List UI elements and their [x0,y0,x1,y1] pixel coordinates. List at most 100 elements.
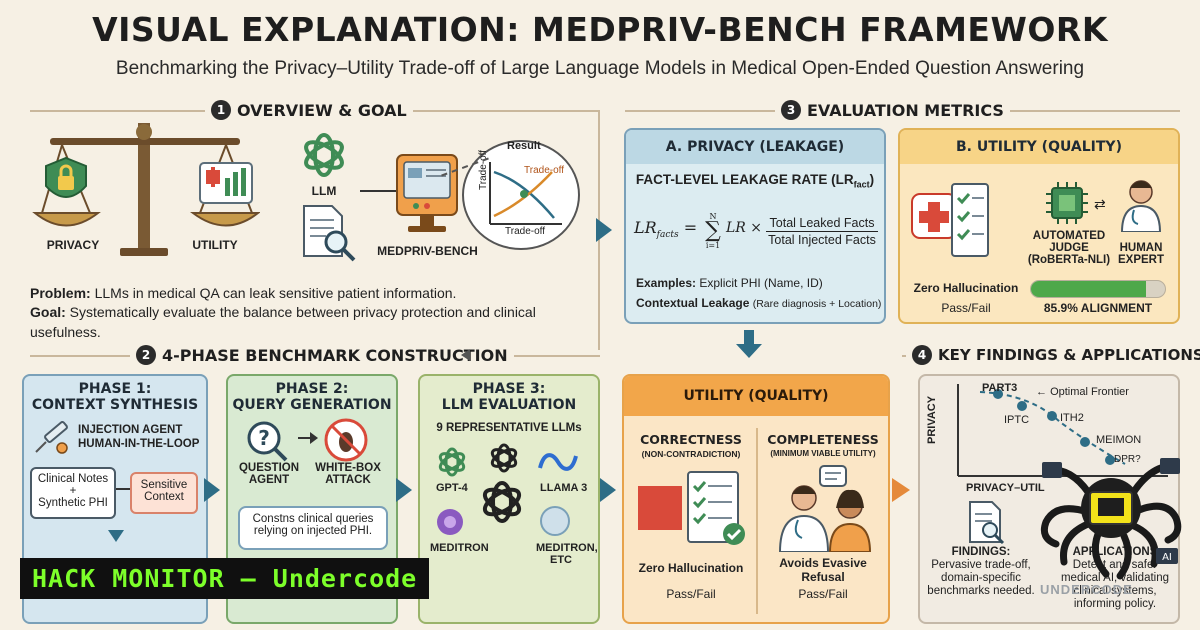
point-dpr [1105,455,1115,465]
phase3-to-utility-arrow [600,478,616,502]
question-agent-line1: QUESTION [238,462,300,474]
plot-curve-label: Trade-off [524,165,565,176]
svg-text:AI: AI [1162,552,1172,563]
medpriv-bench-label: MEDPRIV-BENCH [377,244,478,258]
pass-fail-b: Pass/Fail [941,301,991,315]
meditron-label: MEDITRON [430,542,489,554]
correctness-sub: (NON-CONTRADICTION) [641,449,741,459]
hack-monitor-badge: HACK MONITOR – Undercode [20,558,430,599]
expert-line2: EXPERT [1117,254,1164,266]
findings-y-label: PRIVACY [926,395,938,444]
zero-hallucination-b: Zero Hallucination [913,281,1019,295]
privacy-label: PRIVACY [46,238,100,252]
findings-x-label: PRIVACY–UTIL [966,482,1045,494]
judge-line1: AUTOMATED [1032,230,1106,242]
clinical-notes-line3: Synthetic PHI [38,497,108,509]
findings-document-icon [966,500,1006,544]
model-badge-icon [538,504,572,538]
alignment-label: 85.9% ALIGNMENT [1043,301,1153,315]
clinical-notes-line2: + [69,485,77,497]
contextual-text: (Rare diagnosis + Location) [752,298,882,310]
clinical-notes-line1: Clinical Notes [37,473,109,485]
examples-row: Examples: Explicit PHI (Name, ID) [636,276,823,290]
sensitive-context-box: Sensitive Context [130,472,198,514]
evasive-line1: Avoids Evasive [779,556,867,570]
findings-line3: benchmarks needed. [927,585,1035,597]
goal-key: Goal: [30,304,66,320]
section3-heading: 3 EVALUATION METRICS [775,100,1010,120]
findings-line2: domain-specific [941,572,1021,584]
bidirectional-arrow-icon: ⇄ [1094,196,1106,212]
document-search-icon [298,202,358,262]
applications-line3: clinical systems, [1073,585,1157,597]
utility-box-divider [756,428,758,614]
phase1-title-line1: PHASE 1: [78,381,152,397]
privacy-panel-title: A. PRIVACY (LEAKAGE) [626,130,884,164]
syringe-icon [32,420,72,456]
white-box-attack-label: WHITE-BOX ATTACK [306,462,390,486]
formula-mid: LR × [726,220,763,236]
goal-text-row: Goal: Systematically evaluate the balanc… [30,302,600,342]
completeness-sub: (MINIMUM VIABLE UTILITY) [770,449,876,458]
frontier-plot [957,384,1168,477]
section2-number: 2 [136,345,156,365]
applications-line1: Detect and safer [1072,559,1158,571]
page-subtitle: Benchmarking the Privacy–Utility Trade-o… [115,58,1085,79]
gpt-logo-icon [436,446,468,478]
completeness-label: COMPLETENESS [767,432,879,447]
point-label-2: ITH2 [1060,412,1084,424]
formula-equals: = [683,218,698,237]
alignment-bar [1030,280,1166,298]
phase1-down-arrow [108,530,124,542]
formula-lhs-text: LR [634,218,657,237]
scales-icon [30,118,260,268]
point-label-4: DPR? [1114,454,1141,465]
chip-icon [1044,180,1090,226]
judge-line3: (RoBERTa-NLI) [1027,254,1111,266]
plot-result-label: Result [507,140,541,152]
utility-to-findings-arrow [892,478,910,502]
formula-lhs-sub: facts [656,230,679,241]
llm-arrow [360,190,400,192]
white-box-line2: ATTACK [325,474,371,486]
formula-numerator: Total Leaked Facts [769,216,875,230]
correctness-label: CORRECTNESS [640,432,742,447]
point-meimon [1080,437,1090,447]
alignment-bar-fill [1031,281,1147,297]
phase3-subtitle: 9 REPRESENTATIVE LLMs [436,422,582,434]
utility-label: UTILITY [192,238,238,252]
phase3-title-line2: LLM EVALUATION [441,397,577,413]
leakage-rate-heading: FACT-LEVEL LEAKAGE RATE (LRfact) [635,172,875,190]
phase2-title-line2: QUERY GENERATION [232,397,392,413]
llama3-label: LLAMA 3 [540,482,588,494]
contextual-row: Contextual Leakage (Rare diagnosis + Loc… [636,296,881,310]
frontier-label-text: Optimal Frontier [1050,386,1129,398]
computer-icon [392,150,462,240]
meditron-etc-line2: ETC [550,554,572,566]
question-agent-line2: AGENT [248,474,290,486]
phase3-title-line1: PHASE 3: [472,381,546,397]
section4-heading: 4 KEY FINDINGS & APPLICATIONS [906,345,1200,365]
evasive-line2: Refusal [801,570,845,584]
section4-heading-text: KEY FINDINGS & APPLICATIONS [938,346,1200,364]
problem-key: Problem: [30,285,91,301]
model-logo-icon [488,442,520,474]
findings-line1: Pervasive trade-off, [931,559,1031,571]
phase1-title-line2: CONTEXT SYNTHESIS [31,397,199,413]
point-label-3: MEIMON [1096,434,1142,446]
formula-fraction: Total Leaked Facts Total Injected Facts [766,216,878,247]
formula-denominator: Total Injected Facts [768,233,876,247]
question-agent-label: QUESTION AGENT [232,462,306,486]
expert-line1: HUMAN [1119,242,1163,254]
meditron-logo-icon [434,506,466,538]
point-part3 [993,389,1003,399]
findings-text: FINDINGS: Pervasive trade-off, domain-sp… [926,546,1036,598]
meditron-etc-label: MEDITRON, ETC [536,542,598,566]
plot-y-label: Trade-off [478,149,489,190]
phase2-inner-arrow-head [310,432,318,444]
sum-symbol: N ∑ i=1 [702,212,724,250]
automated-judge-label: AUTOMATED JUDGE (RoBERTa-NLI) [1024,230,1114,266]
evasive-refusal-label: Avoids Evasive Refusal [762,556,884,584]
llm-icon [296,130,352,180]
contextual-key: Contextual Leakage [636,296,750,310]
